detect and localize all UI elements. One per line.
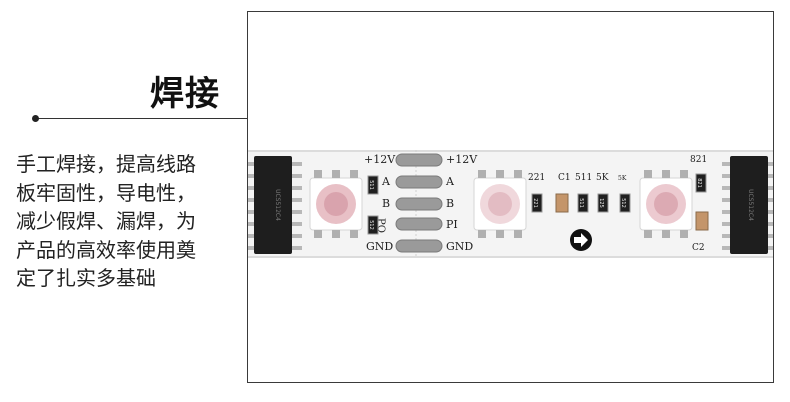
resistor-marking: 221 (532, 198, 538, 208)
resistor-marking: 512 (620, 198, 626, 208)
component-label: 821 (690, 155, 707, 165)
divider-line (36, 118, 248, 119)
solder-pads: +12V A B PO GND +12V A B PI GND (364, 153, 478, 253)
resistor-marking: 125 (598, 198, 604, 208)
arrow-right-icon (570, 229, 592, 251)
rgb-led-3 (639, 170, 693, 238)
section-title: 焊接 (150, 74, 220, 114)
divider-dot (32, 115, 39, 122)
pad-label: +12V (446, 153, 478, 166)
component-label: 221 (528, 173, 545, 183)
ic-chip-left: UCS512C4 (248, 156, 302, 254)
pad-label: GND (446, 240, 473, 253)
pad-label: PO (375, 218, 386, 233)
resistor-marking: 511 (578, 198, 584, 208)
pad-label: A (445, 175, 455, 188)
pad-label: A (381, 175, 391, 188)
component-label: 5K (618, 175, 627, 182)
led-strip-image: UCS512C4 UCS512C4 (248, 150, 773, 258)
component-labels: 221 C1 511 5K 5K 821 C2 (528, 155, 707, 253)
pad-label: PI (446, 218, 458, 231)
chip-marking: UCS512C4 (747, 189, 754, 221)
pad-label: +12V (364, 153, 396, 166)
description-line: 板牢固性，导电性， (16, 180, 196, 205)
description-line: 产品的高效率使用奠 (16, 237, 196, 262)
resistors: 511 512 221 511 125 512 821 (367, 173, 707, 235)
pad-label: B (446, 197, 454, 210)
resistor-marking: 512 (368, 220, 374, 230)
ic-chip-right: UCS512C4 (722, 156, 773, 254)
pad-label: B (382, 197, 390, 210)
resistor-marking: 511 (368, 180, 374, 190)
description-line: 定了扎实多基础 (16, 266, 156, 290)
pad-label: GND (366, 240, 393, 253)
description: 手工焊接，提高线路 板牢固性，导电性， 减少假焊、漏焊，为 产品的高效率使用奠 … (16, 150, 242, 293)
resistor-marking: 821 (696, 178, 702, 188)
component-label: 5K (596, 173, 609, 183)
rgb-led-1 (309, 170, 363, 238)
component-label: C1 (558, 173, 571, 183)
rgb-led-2 (473, 170, 527, 238)
description-line: 减少假焊、漏焊，为 (16, 209, 196, 233)
capacitors (555, 193, 709, 231)
component-label: 511 (575, 173, 592, 183)
description-line: 手工焊接，提高线路 (16, 152, 196, 176)
chip-marking: UCS512C4 (274, 189, 281, 221)
component-label: C2 (692, 243, 705, 253)
